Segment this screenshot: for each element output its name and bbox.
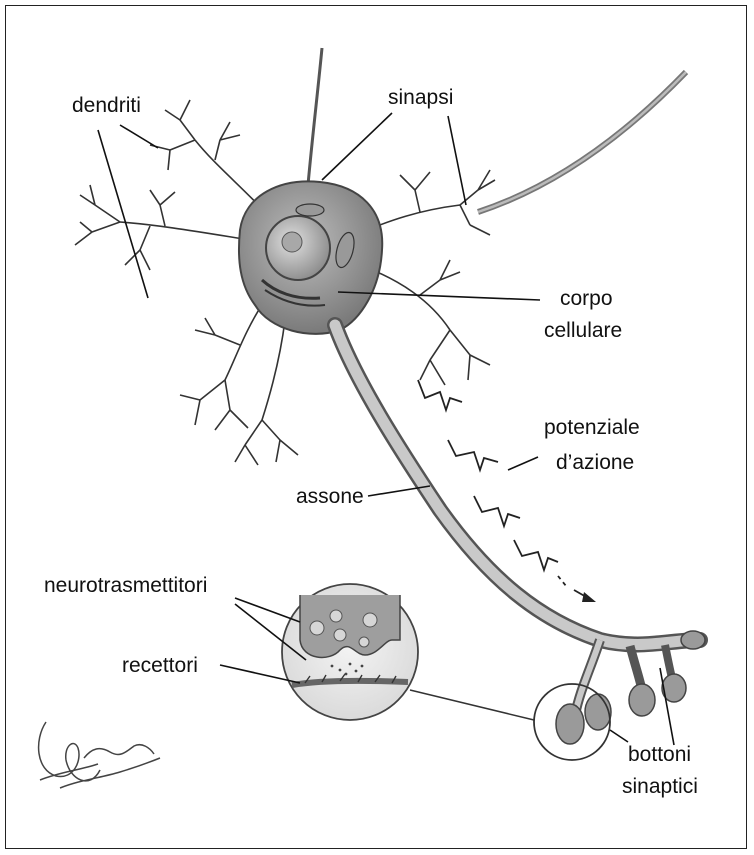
leader-dendrites-2 bbox=[98, 130, 148, 298]
label-action-potential-2: d’azione bbox=[556, 450, 634, 476]
leader-action-potential bbox=[508, 457, 538, 470]
label-receptors: recettori bbox=[122, 653, 198, 679]
leader-synapse-1 bbox=[322, 113, 392, 180]
incoming-axon-right bbox=[478, 72, 686, 212]
action-potential-spikes bbox=[418, 380, 596, 602]
synapse-zoom-circle bbox=[282, 584, 418, 720]
leader-neurotrans-1 bbox=[235, 598, 300, 622]
label-axon: assone bbox=[296, 484, 364, 510]
label-dendrites: dendriti bbox=[72, 93, 141, 119]
label-neurotransmitters: neurotrasmettitori bbox=[44, 573, 207, 599]
leader-dendrites-1 bbox=[120, 125, 158, 148]
artist-signature bbox=[39, 722, 160, 788]
leader-synapse-2 bbox=[448, 116, 466, 205]
label-buttons-1: bottoni bbox=[628, 742, 691, 768]
label-action-potential-1: potenziale bbox=[544, 415, 640, 441]
label-cell-body-1: corpo bbox=[560, 286, 613, 312]
label-cell-body-2: cellulare bbox=[544, 318, 622, 344]
nucleus bbox=[266, 216, 330, 280]
label-buttons-2: sinaptici bbox=[622, 774, 698, 800]
incoming-axon-top bbox=[308, 48, 322, 185]
label-synapse: sinapsi bbox=[388, 85, 453, 111]
